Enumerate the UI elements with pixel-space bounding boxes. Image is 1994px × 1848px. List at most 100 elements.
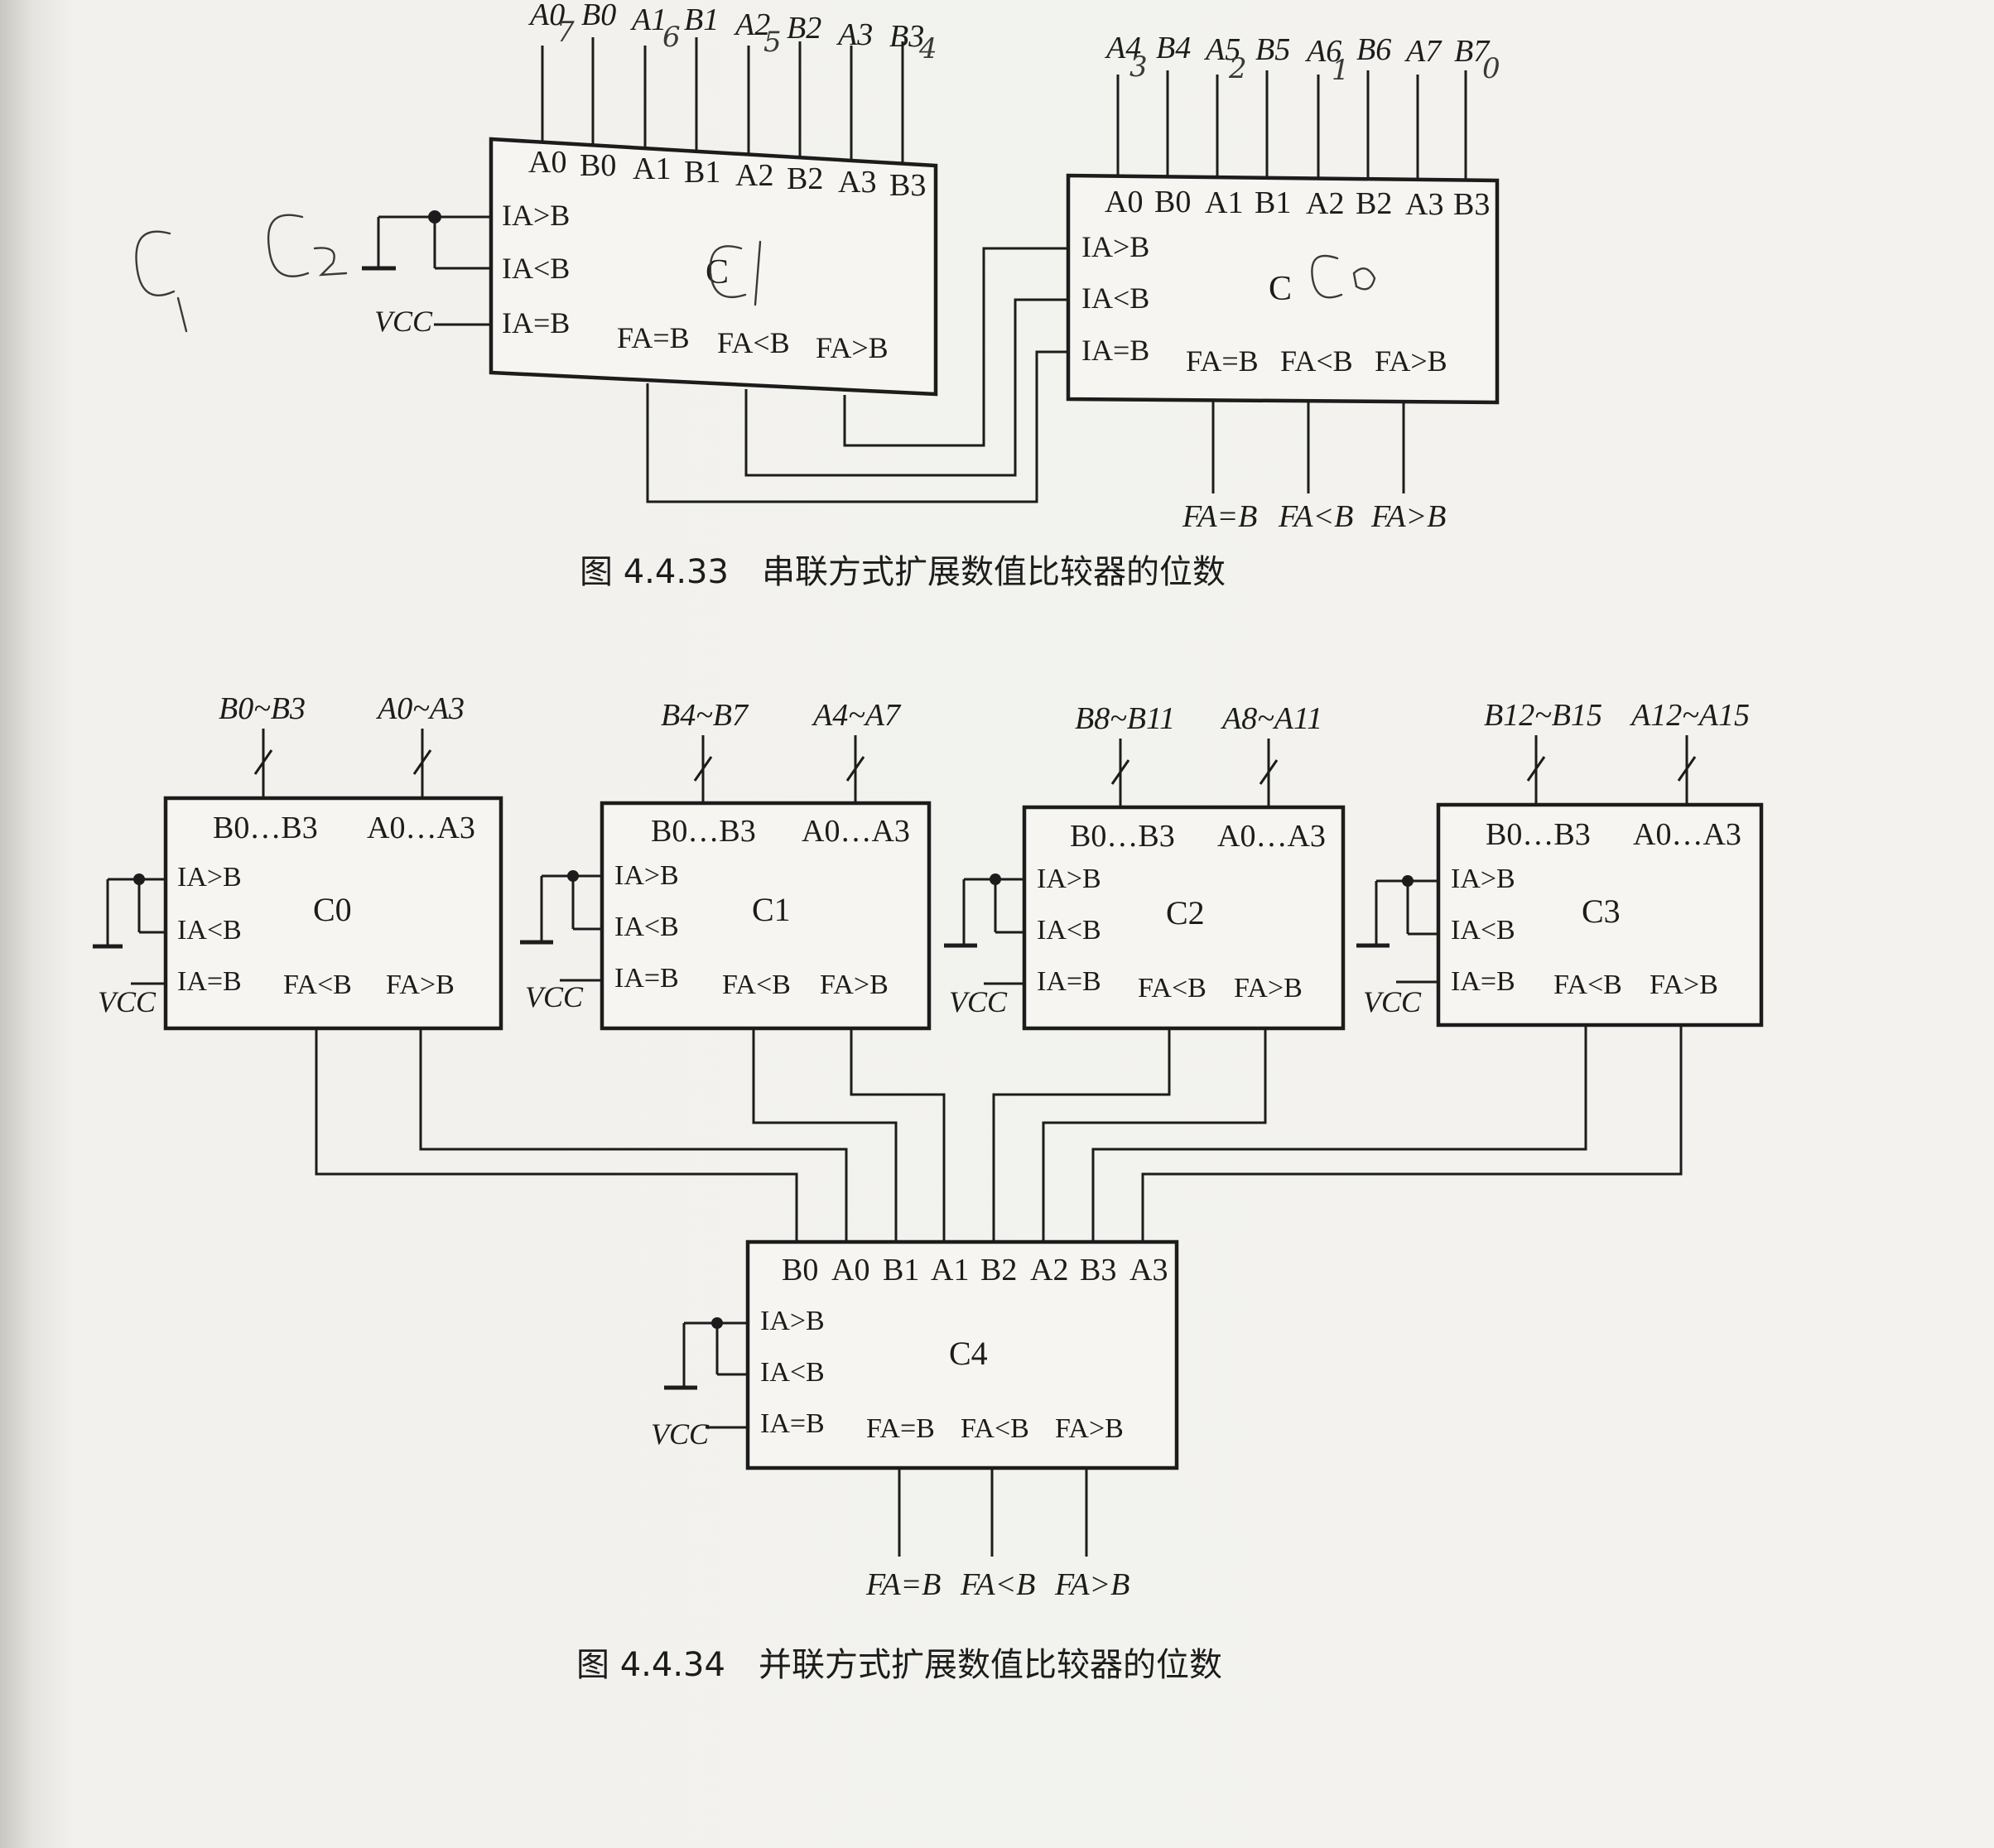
- chip2-pin-a3: A3: [1405, 187, 1443, 222]
- svg-text:IA>B: IA>B: [1451, 864, 1515, 894]
- svg-text:FA>B: FA>B: [820, 970, 889, 1000]
- fig34-out-eq: FA=B: [865, 1567, 941, 1602]
- chip2-output-gt: FA>B: [1375, 344, 1447, 378]
- svg-text:6: 6: [662, 21, 681, 54]
- svg-text:VCC: VCC: [98, 985, 157, 1018]
- chip-c1-name: C1: [752, 891, 791, 928]
- svg-text:A3: A3: [836, 17, 873, 52]
- fig33-input-line-labels: A0 B0 A1 B1 A2 B2 A3 B3 A4 B4 A5 B5 A6 B…: [527, 0, 1491, 69]
- svg-text:4: 4: [918, 32, 937, 65]
- svg-text:B2: B2: [980, 1253, 1017, 1287]
- chip-c2-name: C2: [1166, 894, 1205, 931]
- chip2-output-wires: [1211, 401, 1405, 493]
- handwriting-c2-stroke: [267, 214, 348, 277]
- chip-c4-labels: B0 A0 B1 A1 B2 A2 B3 A3 IA>B IA<B IA=B F…: [760, 1253, 1168, 1444]
- svg-text:B0…B3: B0…B3: [213, 811, 318, 845]
- svg-text:VCC: VCC: [651, 1417, 710, 1451]
- fig33-caption: 图 4.4.33 串联方式扩展数值比较器的位数: [580, 553, 1226, 591]
- chip1-pin-b2: B2: [787, 161, 823, 196]
- svg-text:B12~B15: B12~B15: [1484, 698, 1602, 733]
- svg-text:A0: A0: [831, 1253, 869, 1287]
- svg-text:B5: B5: [1255, 32, 1290, 67]
- svg-text:1: 1: [1332, 54, 1350, 87]
- chip1-output-lt: FA<B: [717, 326, 790, 359]
- bus-wires: [253, 729, 1697, 807]
- chip1-input-eq: IA=B: [502, 306, 570, 339]
- chip-c2: [1022, 805, 1346, 1031]
- svg-text:VCC: VCC: [525, 980, 584, 1013]
- svg-text:A4: A4: [1104, 31, 1141, 65]
- chip-c0-box: [1066, 173, 1500, 405]
- svg-text:B3: B3: [889, 19, 924, 54]
- svg-text:FA>B: FA>B: [1055, 1413, 1124, 1444]
- chip-c3-name: C3: [1582, 893, 1621, 930]
- svg-text:A8~A11: A8~A11: [1220, 701, 1322, 736]
- svg-text:A1: A1: [629, 2, 667, 37]
- fig33-out-gt: FA>B: [1370, 499, 1446, 534]
- svg-text:FA>B: FA>B: [1650, 970, 1718, 1000]
- chip1-vcc: VCC: [374, 305, 433, 338]
- svg-text:FA<B: FA<B: [283, 970, 352, 1000]
- chip1-pin-a3: A3: [838, 165, 876, 200]
- svg-text:B0~B3: B0~B3: [219, 691, 306, 726]
- svg-text:B2: B2: [787, 11, 821, 46]
- svg-text:FA<B: FA<B: [1553, 970, 1622, 1000]
- chip1-top-wires: [541, 37, 904, 164]
- svg-text:B7: B7: [1454, 34, 1491, 69]
- fig33-final-outputs: FA=B FA<B FA>B: [1182, 499, 1446, 534]
- handwriting: 7 6 5 4 3 2 1 0: [135, 16, 1500, 333]
- svg-text:IA=B: IA=B: [614, 963, 679, 994]
- svg-text:IA<B: IA<B: [1037, 915, 1101, 946]
- chip1-pin-b1: B1: [684, 155, 720, 190]
- fig34-out-gt: FA>B: [1054, 1567, 1129, 1602]
- chip-c1-box: [489, 137, 938, 397]
- chip2-top-wires: [1116, 70, 1467, 180]
- handwriting-c0-stroke: [1311, 254, 1376, 299]
- svg-text:B4~B7: B4~B7: [661, 698, 749, 733]
- svg-text:A0…A3: A0…A3: [1217, 819, 1326, 854]
- svg-text:IA<B: IA<B: [760, 1357, 825, 1388]
- svg-text:2: 2: [1228, 52, 1247, 85]
- svg-text:A0…A3: A0…A3: [1633, 817, 1741, 852]
- c4-output-wires: [898, 1468, 1088, 1557]
- fig33-out-lt: FA<B: [1278, 499, 1353, 534]
- chip1-pin-a1: A1: [633, 152, 671, 186]
- chip2-name: C: [1269, 270, 1292, 308]
- chip1-pin-a2: A2: [735, 158, 773, 193]
- chip-c1: [600, 801, 932, 1031]
- chip1-input-lt: IA<B: [502, 252, 570, 285]
- parallel-routing: [315, 1025, 1683, 1242]
- chip2-input-gt: IA>B: [1081, 230, 1149, 263]
- svg-text:B6: B6: [1356, 32, 1391, 67]
- svg-text:B0: B0: [581, 0, 616, 32]
- chip1-pin-b3: B3: [889, 168, 926, 203]
- chip2-input-lt: IA<B: [1081, 282, 1149, 315]
- chip2-pin-b0: B0: [1154, 185, 1191, 219]
- chip-c0-name: C0: [313, 891, 352, 928]
- chip2-input-eq: IA=B: [1081, 334, 1149, 367]
- svg-text:A7: A7: [1404, 34, 1443, 69]
- svg-text:3: 3: [1129, 51, 1148, 84]
- chip2-pin-labels: A0 B0 A1 B1 A2 B2 A3 B3 IA>B IA<B IA=B F…: [1081, 185, 1490, 378]
- svg-text:FA<B: FA<B: [1138, 973, 1207, 1003]
- handwriting-c3-stroke: [135, 230, 188, 333]
- svg-text:A0…A3: A0…A3: [802, 814, 910, 849]
- svg-text:B1: B1: [684, 2, 719, 37]
- svg-text:A0…A3: A0…A3: [367, 811, 475, 845]
- svg-text:IA<B: IA<B: [1451, 915, 1515, 946]
- svg-text:B3: B3: [1080, 1253, 1116, 1287]
- svg-text:B0…B3: B0…B3: [1070, 819, 1175, 854]
- chip-c3: [1436, 802, 1764, 1027]
- cascade-wires: [646, 247, 1068, 503]
- chip2-pin-a1: A1: [1205, 185, 1243, 220]
- chip-c0: [163, 796, 503, 1031]
- chip2-pin-a0: A0: [1105, 185, 1143, 219]
- chip1-left-connections: [362, 210, 491, 326]
- fig-4-4-34: B0…B3 A0…A3 IA>B IA<B IA=B FA<B FA>B C0 …: [93, 691, 1764, 1684]
- chip1-pin-b0: B0: [580, 148, 616, 183]
- svg-text:VCC: VCC: [1363, 985, 1422, 1018]
- fig34-final-outputs: FA=B FA<B FA>B: [865, 1567, 1129, 1602]
- svg-text:A6: A6: [1304, 34, 1341, 69]
